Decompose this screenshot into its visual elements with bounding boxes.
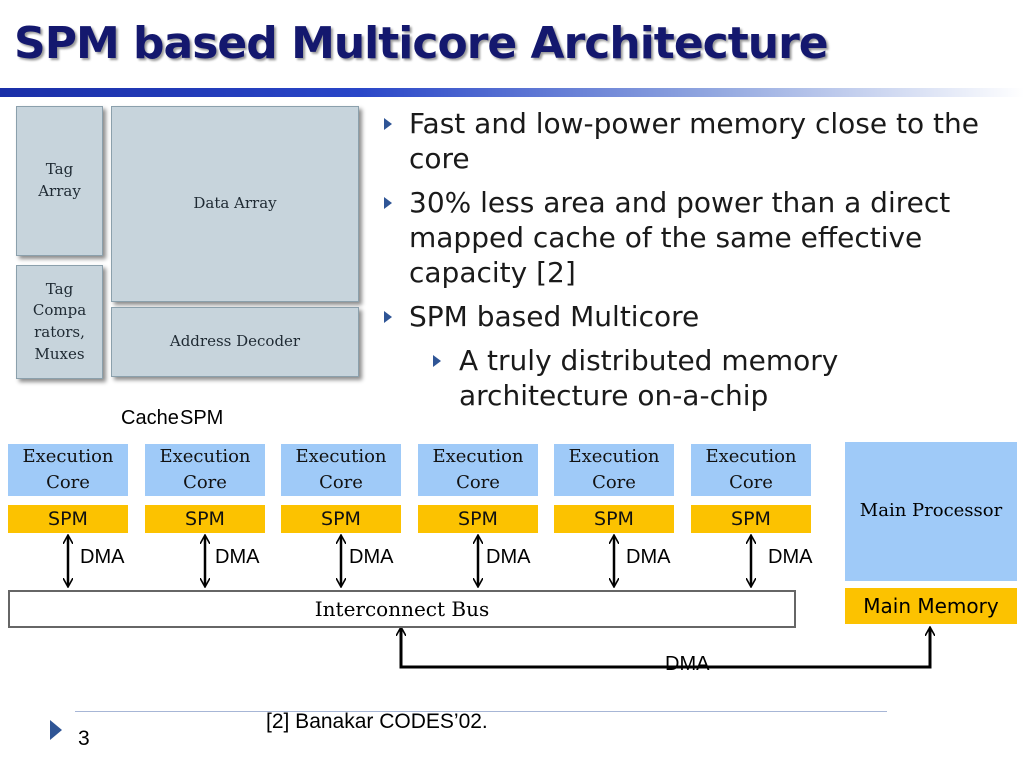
spm-box: SPM	[554, 505, 674, 533]
bullet-text: 30% less area and power than a direct ma…	[409, 186, 951, 289]
bullet-triangle-icon	[384, 311, 392, 323]
spm-box: SPM	[145, 505, 265, 533]
spm-box: SPM	[691, 505, 811, 533]
bullet-triangle-icon	[384, 118, 392, 130]
dma-label: DMA	[626, 546, 671, 568]
spm-box: SPM	[418, 505, 538, 533]
bullet-item: Fast and low-power memory close to the c…	[384, 106, 1004, 176]
data-array-box: Data Array	[111, 106, 359, 302]
spm-box: SPM	[8, 505, 128, 533]
address-decoder-box: Address Decoder	[111, 307, 359, 377]
title-underline-bar	[0, 88, 1024, 97]
slide-title: SPM based Multicore Architecture	[14, 18, 829, 69]
execution-core-box: Execution Core	[145, 444, 265, 496]
bullet-item: 30% less area and power than a direct ma…	[384, 185, 1004, 290]
dma-label: DMA	[768, 546, 813, 568]
bullet-triangle-icon	[384, 197, 392, 209]
spm-label: SPM	[180, 407, 224, 429]
execution-core-box: Execution Core	[8, 444, 128, 496]
bullet-text: SPM based Multicore	[409, 300, 700, 333]
bullet-text: A truly distributed memory architecture …	[459, 344, 839, 412]
reference-citation: [2] Banakar CODES’02.	[266, 710, 488, 733]
main-memory-box: Main Memory	[845, 588, 1017, 624]
footer-divider	[75, 711, 887, 712]
execution-core-box: Execution Core	[418, 444, 538, 496]
tag-array-box: Tag Array	[16, 106, 103, 256]
execution-core-box: Execution Core	[554, 444, 674, 496]
spm-box: SPM	[281, 505, 401, 533]
footer-triangle-icon	[50, 720, 62, 740]
bullet-text: Fast and low-power memory close to the c…	[409, 107, 979, 175]
execution-core-box: Execution Core	[691, 444, 811, 496]
bullet-item: SPM based Multicore	[384, 299, 1004, 334]
cache-label: Cache	[121, 407, 179, 429]
main-processor-box: Main Processor	[845, 442, 1017, 581]
dma-label: DMA	[215, 546, 260, 568]
tag-comparators-box: Tag Compa rators, Muxes	[16, 265, 103, 379]
dma-label: DMA	[349, 546, 394, 568]
dma-label: DMA	[80, 546, 125, 568]
sub-bullet-item: A truly distributed memory architecture …	[433, 343, 953, 413]
page-number: 3	[78, 727, 90, 750]
interconnect-bus: Interconnect Bus	[8, 590, 796, 628]
execution-core-box: Execution Core	[281, 444, 401, 496]
bullet-triangle-icon	[433, 355, 441, 367]
dma-label: DMA	[486, 546, 531, 568]
bus-to-memory-arrow	[401, 628, 930, 669]
bottom-dma-label: DMA	[665, 653, 710, 675]
